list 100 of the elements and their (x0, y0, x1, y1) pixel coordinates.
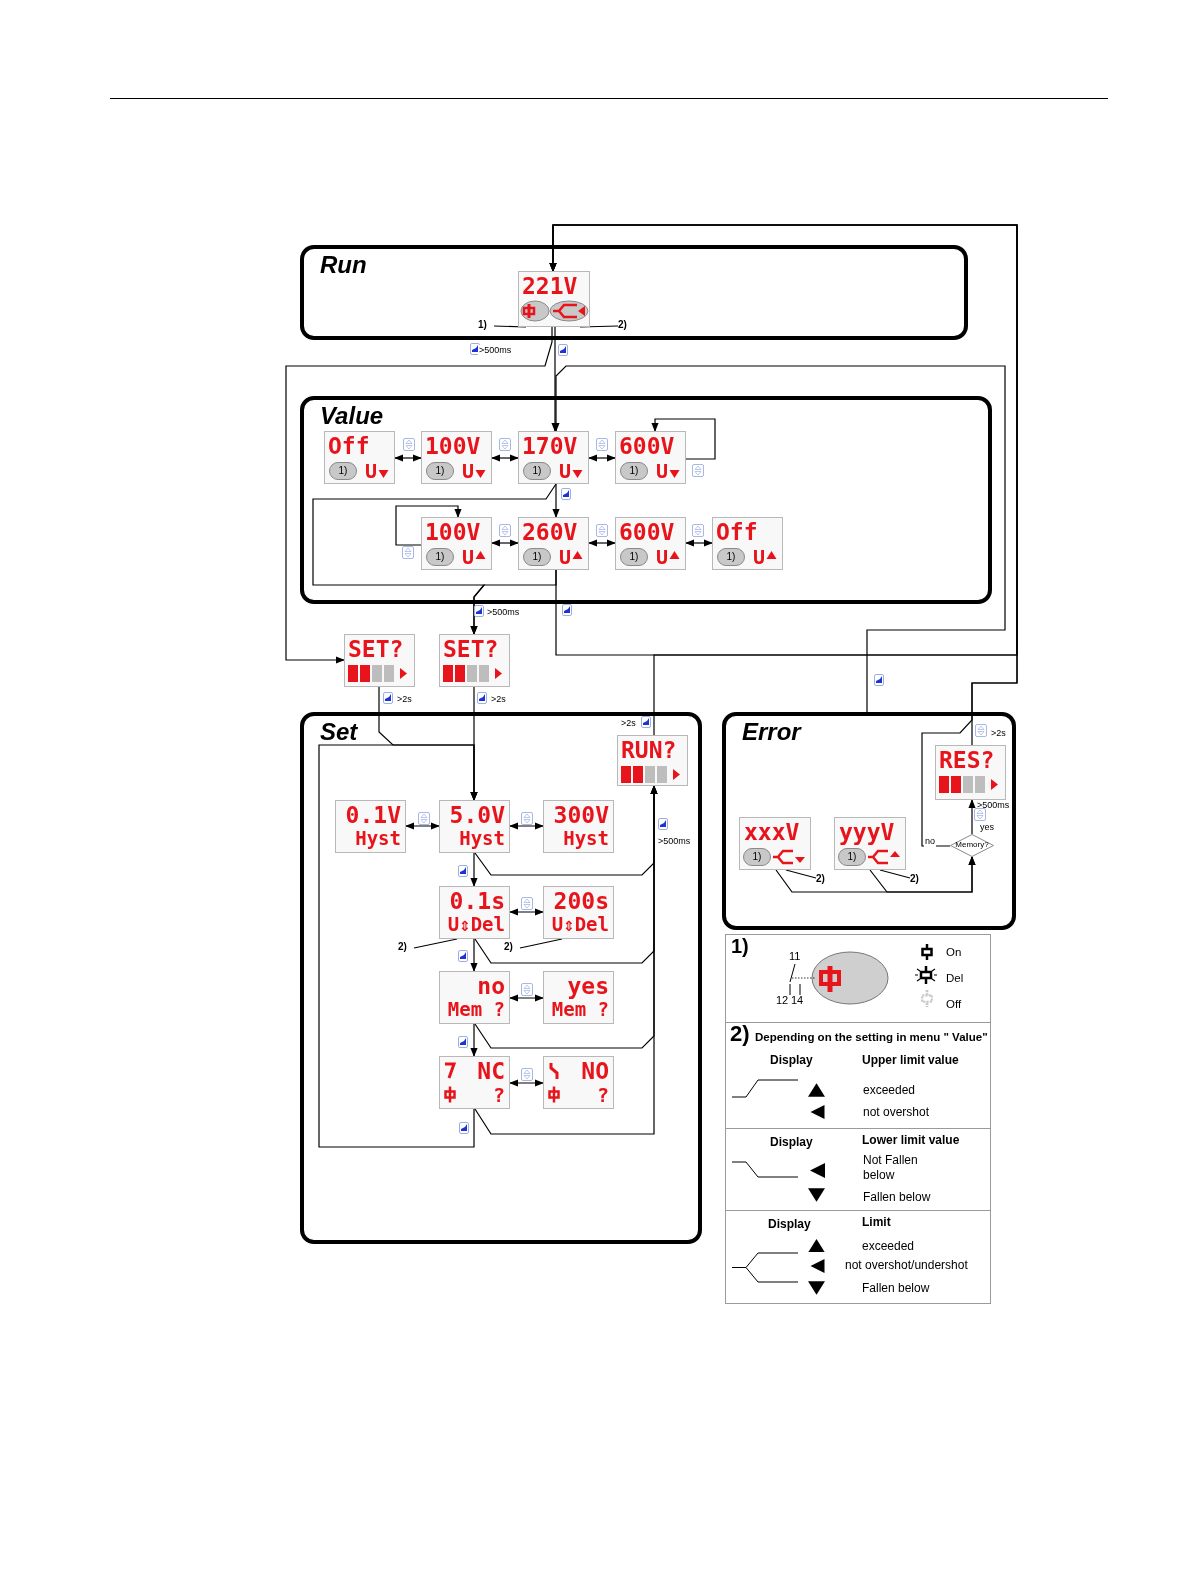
lcd-display (543, 800, 614, 853)
callout-number: 2) (618, 320, 627, 330)
arrow (651, 418, 716, 460)
display-readout: Off (328, 435, 370, 458)
arrow (968, 799, 976, 835)
lcd-display (324, 431, 395, 484)
relay-indicator: 1) (620, 462, 648, 480)
limit-label: U (656, 461, 669, 481)
display-readout: 200s (553, 890, 609, 913)
display-readout: NC (477, 1060, 505, 1083)
legend-text: Not Fallen below (863, 1153, 919, 1183)
lcd-display (935, 745, 1006, 800)
lcd-display (739, 817, 811, 870)
decision-label: Memory? (954, 841, 990, 849)
arrow (491, 454, 519, 462)
relay-indicator: 1) (620, 548, 648, 566)
relay-indicator: 1) (717, 548, 745, 566)
display-readout: no (477, 975, 505, 998)
arrow (509, 1079, 544, 1087)
callout-number: 2) (504, 942, 513, 952)
panel-heading: Set (320, 720, 358, 744)
lcd-display (615, 431, 686, 484)
legend-text: Del (946, 971, 964, 986)
legend-text: 2) (730, 1020, 750, 1048)
legend-text: >500ms (977, 800, 1010, 812)
display-readout: Off (716, 521, 758, 544)
callout-number: 1) (478, 320, 487, 330)
display-readout: 0.1V (345, 804, 401, 827)
edge-label: >500ms (657, 836, 692, 847)
edge-label: >2s (490, 694, 507, 705)
legend-text: not overshot (863, 1105, 930, 1120)
callout-number: 2) (398, 942, 407, 952)
legend-text: not overshot/undershot (845, 1258, 968, 1273)
display-readout: ? (596, 1085, 609, 1105)
display-readout: U⇕Del (447, 915, 505, 934)
connector-line (519, 938, 563, 949)
connector-line (785, 869, 817, 879)
lcd-display (439, 886, 510, 939)
legend-text: 11 (789, 950, 801, 964)
arrow (285, 326, 553, 664)
display-readout: xxxV (744, 821, 800, 844)
panel-heading: Run (320, 253, 367, 277)
state-panel (300, 396, 992, 604)
callout-number: 2) (816, 874, 825, 884)
limit-label: U (365, 461, 378, 481)
state-panel (300, 245, 968, 340)
relay-indicator: 1) (743, 848, 771, 866)
display-readout: 170V (522, 435, 578, 458)
legend-text: Off (946, 997, 962, 1012)
display-readout: Mem ? (551, 1000, 609, 1019)
arrow (509, 822, 544, 830)
legend-text: Fallen below (862, 1281, 930, 1296)
display-readout: ? (492, 1085, 505, 1105)
lcd-display (421, 431, 492, 484)
arrow (588, 454, 616, 462)
panel-heading: Value (320, 404, 384, 428)
edge-label: no (924, 836, 936, 847)
arrow (491, 539, 519, 547)
display-readout: Hyst (355, 829, 401, 848)
lcd-display (421, 517, 492, 570)
relay-indicator: 1) (523, 548, 551, 566)
arrow (509, 994, 544, 1002)
arrow (588, 539, 616, 547)
legend-text: Upper limit value (862, 1053, 959, 1068)
display-readout: 600V (619, 435, 675, 458)
arrow (395, 505, 462, 546)
limit-label: U (462, 461, 475, 481)
arrow (551, 326, 559, 432)
connector-line (879, 869, 911, 879)
display-readout: NO (581, 1060, 609, 1083)
state-panel (722, 712, 1016, 930)
lcd-display (344, 634, 415, 687)
lcd-display (543, 971, 614, 1024)
arrow (552, 483, 560, 518)
display-readout: 260V (522, 521, 578, 544)
arrow (869, 856, 976, 893)
display-readout: 0.1s (449, 890, 505, 913)
relay-indicator: 1) (838, 848, 866, 866)
limit-label: U (462, 547, 475, 567)
lcd-display (518, 517, 589, 570)
lcd-display (615, 517, 686, 570)
display-readout: Hyst (459, 829, 505, 848)
display-readout: RUN? (621, 739, 677, 762)
limit-label: U (656, 547, 669, 567)
callout-number: 2) (910, 874, 919, 884)
display-readout: RES? (939, 749, 995, 772)
lcd-display (335, 800, 406, 853)
lcd-display (439, 634, 510, 687)
arrow (470, 1023, 478, 1057)
display-readout: 5.0V (449, 804, 505, 827)
display-readout: 221V (522, 275, 578, 298)
edge-label: yes (979, 822, 995, 833)
legend-text: exceeded (863, 1083, 916, 1098)
lcd-display (439, 1056, 510, 1109)
lcd-display (617, 735, 688, 786)
lcd-display (834, 817, 906, 870)
legend-text: 12 (776, 994, 789, 1008)
relay-indicator: 1) (523, 462, 551, 480)
edge-label: >2s (620, 718, 637, 729)
arrow (405, 822, 440, 830)
